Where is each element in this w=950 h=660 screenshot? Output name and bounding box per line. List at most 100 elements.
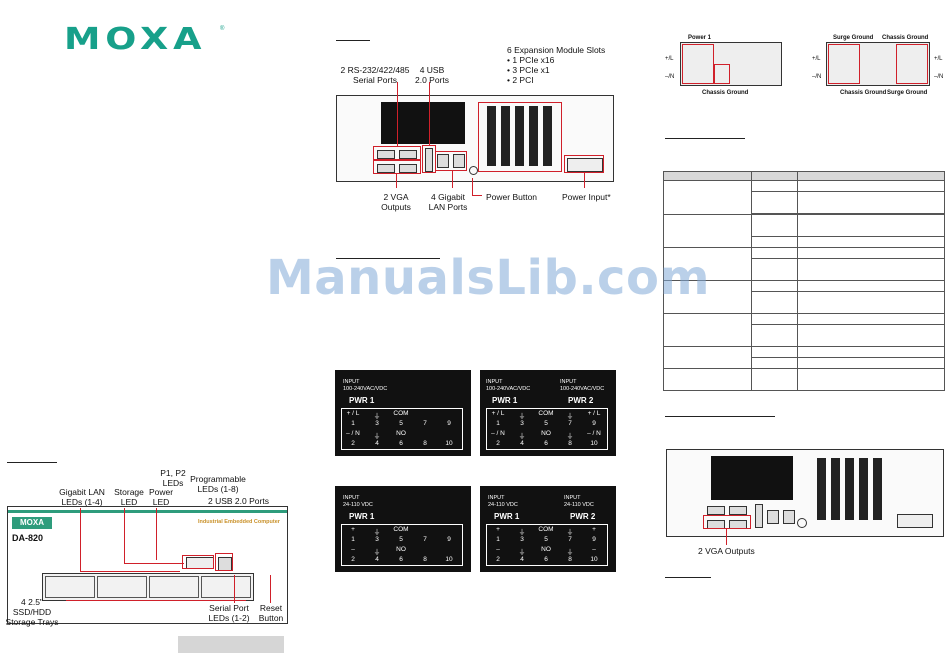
cell: NO xyxy=(396,546,406,553)
label-expansion-item-3: • 2 PCI xyxy=(507,75,534,85)
label-expansion-title: 6 Expansion Module Slots xyxy=(507,45,606,55)
power-terminal xyxy=(567,158,603,172)
expansion-slot xyxy=(543,106,552,166)
serial-port xyxy=(399,150,417,159)
cell: 8 xyxy=(423,440,427,447)
cell: 9 xyxy=(447,536,451,543)
cell: 3 xyxy=(520,536,524,543)
wiring-surge-ground-top: Surge Ground xyxy=(833,35,874,41)
cell: + / L xyxy=(346,410,360,417)
cell: ⏚ xyxy=(566,529,574,536)
label-power-button: Power Button xyxy=(486,192,538,202)
callout-wiring-ground xyxy=(714,64,730,84)
moxa-logo: MOXA xyxy=(64,22,207,57)
terminal-input-caption: INPUT 24-110 VDC xyxy=(488,495,518,508)
cell: 5 xyxy=(399,420,403,427)
terminal-pwr-name: PWR 1 xyxy=(494,512,520,521)
label-gigabit-lan: 4 Gigabit LAN Ports xyxy=(428,192,468,212)
cell: – xyxy=(496,546,500,553)
callout-power-input xyxy=(564,155,604,173)
wiring-chassis-ground-bottom: Chassis Ground xyxy=(840,90,887,96)
terminal-input-caption: INPUT 100-240VAC/VDC xyxy=(560,379,605,392)
cell: 10 xyxy=(590,440,598,447)
cell: + xyxy=(496,526,500,533)
vga-port xyxy=(377,164,395,173)
cell: ⏚ xyxy=(373,529,381,536)
table-header-row xyxy=(663,171,945,181)
cell: + xyxy=(351,526,355,533)
callout-vga-small xyxy=(703,515,751,529)
usb-port xyxy=(425,148,433,172)
cell: 7 xyxy=(568,536,572,543)
cell: 8 xyxy=(568,440,572,447)
cell: 7 xyxy=(423,536,427,543)
cell: 4 xyxy=(375,440,379,447)
cell: 10 xyxy=(445,440,453,447)
cell: + xyxy=(592,526,596,533)
terminal-label-acdc-single: INPUT 100-240VAC/VDC PWR 1 + / L ⏚ COM 1… xyxy=(335,370,471,456)
label-p1p2-leds: P1, P2 LEDs xyxy=(160,468,186,488)
cell: ⏚ xyxy=(518,529,526,536)
table-row xyxy=(663,346,945,369)
callout-line xyxy=(124,563,184,564)
cell: 7 xyxy=(568,420,572,427)
cell: 2 xyxy=(496,440,500,447)
cell: ⏚ xyxy=(373,433,381,440)
expansion-slot xyxy=(859,458,868,520)
terminal-pwr-name: PWR 1 xyxy=(492,396,518,405)
serial-port xyxy=(729,506,747,515)
callout-lan xyxy=(435,151,467,171)
cell: – / N xyxy=(491,430,505,437)
terminal-pwr-name: PWR 2 xyxy=(570,512,596,521)
cell: 6 xyxy=(399,556,403,563)
section-rule-bottom xyxy=(665,577,711,578)
lan-port xyxy=(767,510,779,524)
cell: – / N xyxy=(587,430,601,437)
table-row xyxy=(663,180,945,215)
expansion-slot xyxy=(515,106,524,166)
terminal-label-dc-single: INPUT 24-110 VDC PWR 1 + ⏚ COM 1 3 5 7 9… xyxy=(335,486,471,572)
callout-usb-rear xyxy=(422,145,436,173)
callout-line xyxy=(80,571,180,572)
front-green-stripe xyxy=(8,510,287,513)
callout-wiring-left xyxy=(828,44,860,84)
table-row xyxy=(664,191,945,214)
cell: COM xyxy=(538,410,554,417)
cell: 9 xyxy=(592,536,596,543)
callout-line xyxy=(396,174,397,188)
terminal-label-dc-dual: INPUT 24-110 VDC PWR 1 INPUT 24-110 VDC … xyxy=(480,486,616,572)
rear-display-window xyxy=(381,102,465,144)
manualslib-watermark: ManualsLib.com xyxy=(266,250,710,306)
callout-line xyxy=(80,508,81,572)
callout-line xyxy=(584,173,585,188)
cell: 6 xyxy=(544,556,548,563)
cell: ⏚ xyxy=(373,413,381,420)
lan-port xyxy=(437,154,449,168)
callout-line xyxy=(270,575,271,603)
terminal-pwr-name: PWR 2 xyxy=(568,396,594,405)
callout-line xyxy=(726,529,727,545)
expansion-slot xyxy=(817,458,826,520)
cell: 2 xyxy=(496,556,500,563)
cell: 1 xyxy=(496,536,500,543)
terminal-grid xyxy=(341,524,463,566)
label-vga-outputs: 2 VGA Outputs xyxy=(381,192,411,212)
cell: 4 xyxy=(520,556,524,563)
expansion-slot xyxy=(873,458,882,520)
cell: COM xyxy=(393,526,409,533)
terminal-input-caption: INPUT 24-110 VDC xyxy=(564,495,594,508)
wiring-chassis-ground: Chassis Ground xyxy=(702,90,749,96)
wiring-terminal-block-2 xyxy=(826,42,930,86)
cell: – xyxy=(592,546,596,553)
cell: 8 xyxy=(568,556,572,563)
expansion-slot xyxy=(831,458,840,520)
serial-port xyxy=(707,506,725,515)
cell: – xyxy=(351,546,355,553)
label-reset-button: Reset Button xyxy=(258,603,284,623)
wiring-plus-l-left: +/L xyxy=(812,56,821,62)
storage-tray xyxy=(149,576,199,598)
power-button xyxy=(797,518,807,528)
cell: 6 xyxy=(399,440,403,447)
terminal-pwr-name: PWR 1 xyxy=(349,396,375,405)
cell: 5 xyxy=(544,420,548,427)
